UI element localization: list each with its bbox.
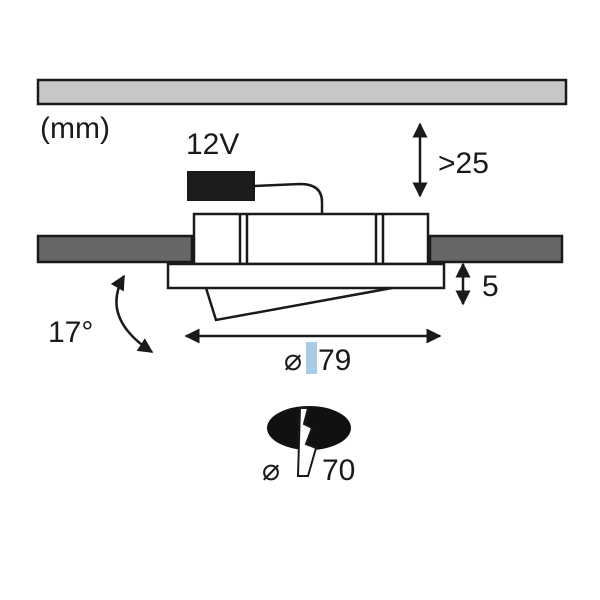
power-cable <box>253 182 324 214</box>
ceiling-panel-left <box>36 234 194 264</box>
bezel-flange <box>166 262 446 290</box>
ceiling-panel-right <box>428 234 564 264</box>
transformer-block <box>187 171 255 201</box>
cutout-break-mark <box>296 407 318 477</box>
outer-diameter-label: 79 <box>318 344 351 377</box>
tilt-angle-arrow <box>110 274 154 354</box>
luminaire-housing <box>192 212 430 266</box>
unit-label: (mm) <box>40 112 110 145</box>
clearance-label: >25 <box>438 147 489 180</box>
cutout-diameter-symbol: ⌀ <box>262 454 280 487</box>
voltage-label: 12V <box>186 128 239 161</box>
outer-diameter-highlight <box>306 342 317 374</box>
ceiling-slab <box>36 78 568 106</box>
outer-diameter-symbol: ⌀ <box>284 344 302 377</box>
tilted-lamp-insert <box>204 286 393 322</box>
cutout-diameter-label: 70 <box>322 454 355 487</box>
bezel-height-label: 5 <box>482 270 499 303</box>
tilt-angle-label: 17° <box>48 316 93 349</box>
